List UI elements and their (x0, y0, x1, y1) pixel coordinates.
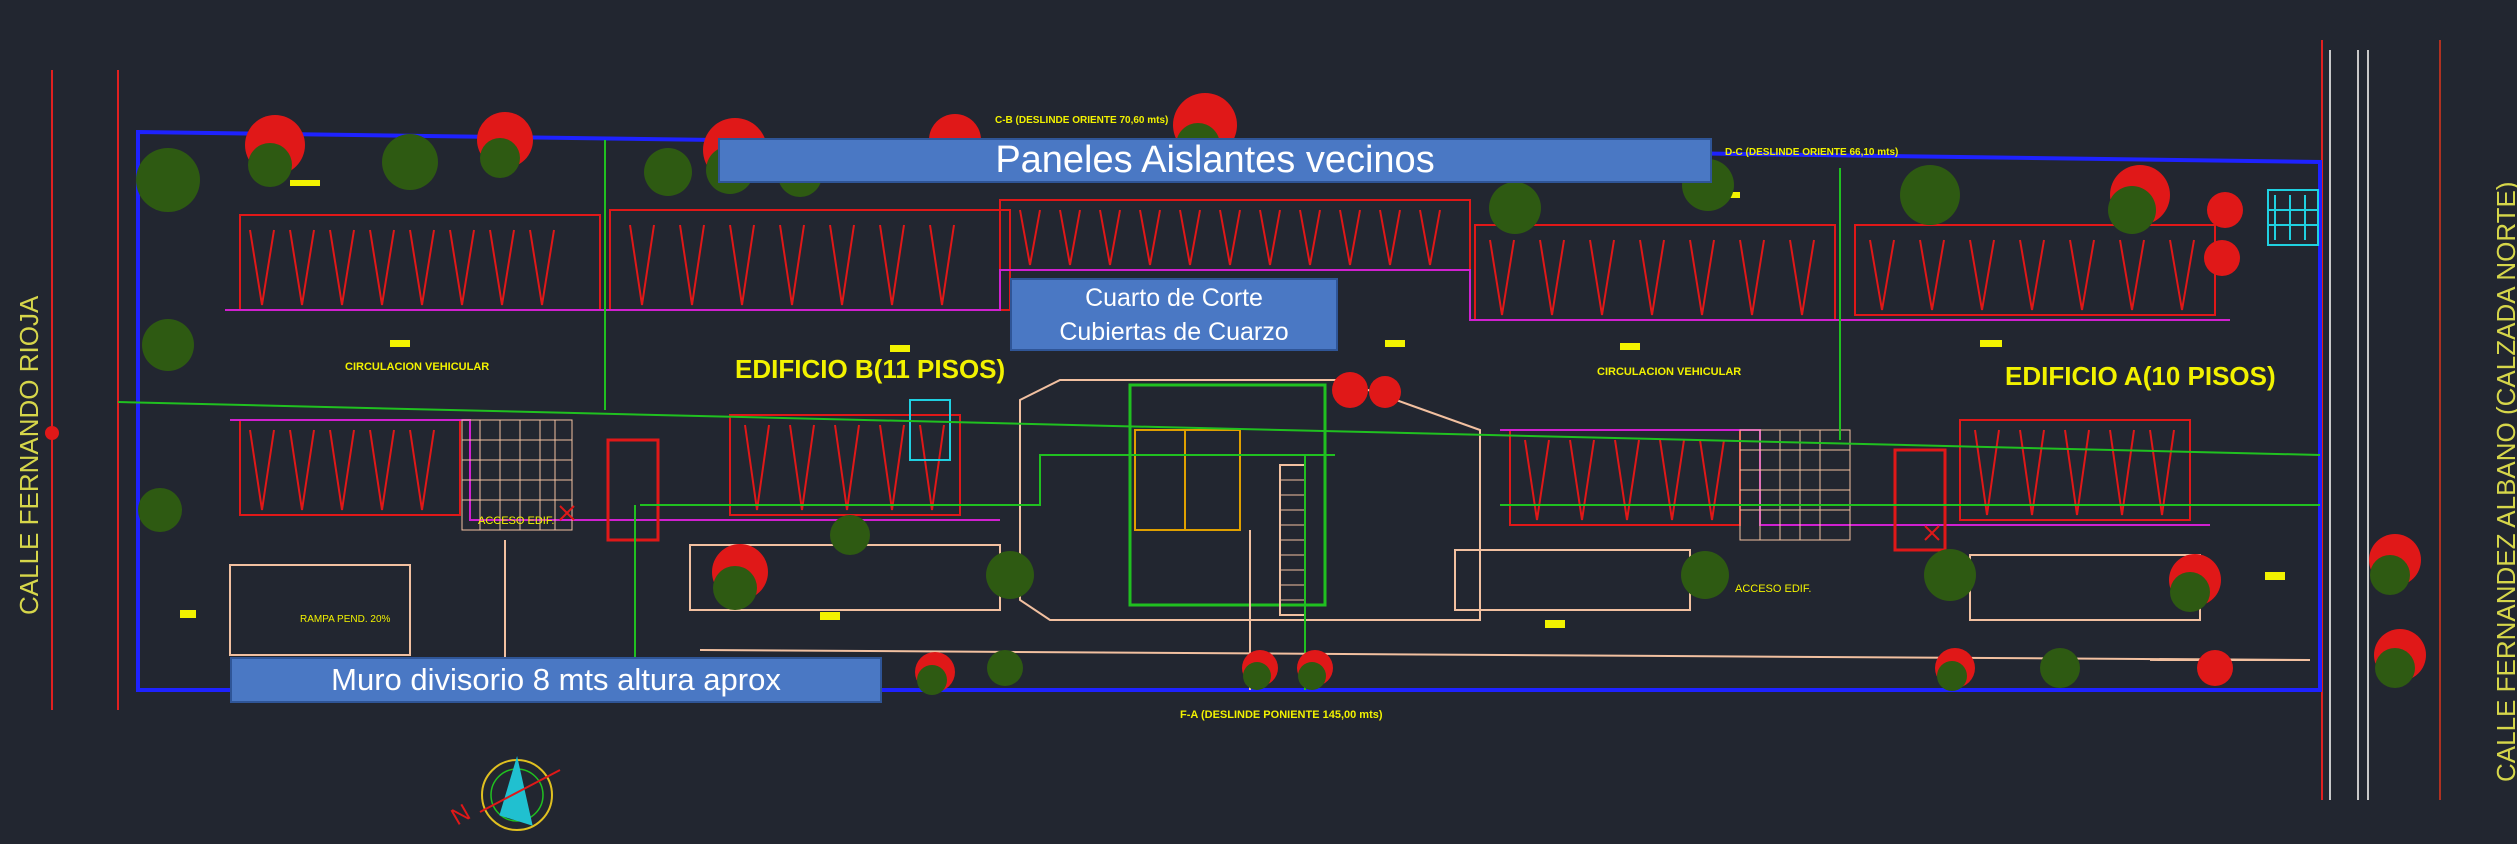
building-a-core (1739, 429, 1851, 541)
stair-b (606, 438, 660, 542)
access-label-1: ACCESO EDIF. (478, 515, 554, 527)
street-left-label: CALLE FERNANDO RIOJA (14, 295, 44, 615)
boundary-west-label: F-A (DESLINDE PONIENTE 145,00 mts) (1180, 709, 1383, 721)
boundary-east-label-2: D-C (DESLINDE ORIENTE 66,10 mts) (1725, 147, 1898, 158)
callout-neighbor-panels: Paneles Aislantes vecinos (718, 138, 1712, 183)
green-axis-lines (117, 140, 2321, 690)
magenta-outline-middle (230, 419, 2210, 526)
building-a-label: EDIFICIO A(10 PISOS) (2005, 361, 2276, 391)
callout-quartz-line1: Cuarto de Corte (1085, 283, 1263, 312)
magenta-outline-top (225, 269, 2230, 321)
street-edge-lines (2329, 50, 2369, 800)
stair-a (1893, 448, 1947, 552)
callout-neighbor-panels-text: Paneles Aislantes vecinos (995, 139, 1435, 181)
boundary-east-label-1: C-B (DESLINDE ORIENTE 70,60 mts) (995, 115, 1168, 126)
callout-dividing-wall: Muro divisorio 8 mts altura aprox (230, 657, 882, 703)
access-label-2: ACCESO EDIF. (1735, 583, 1811, 595)
cyan-details (909, 189, 2319, 461)
lower-outlines (229, 530, 2311, 690)
street-right-label: CALLE FERNANDEZ ALBANO (CALZADA NORTE) (2491, 181, 2517, 782)
circulation-label-2: CIRCULACION VEHICULAR (1597, 366, 1741, 378)
building-b-label: EDIFICIO B(11 PISOS) (735, 354, 1005, 384)
north-arrow-icon: N (447, 756, 561, 831)
callout-quartz-line2: Cubiertas de Cuarzo (1059, 317, 1289, 346)
red-details (559, 505, 1940, 541)
circulation-label-1: CIRCULACION VEHICULAR (345, 361, 489, 373)
callout-dividing-wall-text: Muro divisorio 8 mts altura aprox (331, 662, 781, 697)
ramp-label: RAMPA PEND. 20% (300, 614, 391, 625)
parking-middle-row (239, 414, 2191, 526)
callout-quartz-cutting-room: Cuarto de Corte Cubiertas de Cuarzo (1010, 278, 1338, 351)
building-b-core (461, 419, 573, 531)
yellow-marks (180, 180, 2285, 628)
svg-text:N: N (447, 799, 476, 831)
